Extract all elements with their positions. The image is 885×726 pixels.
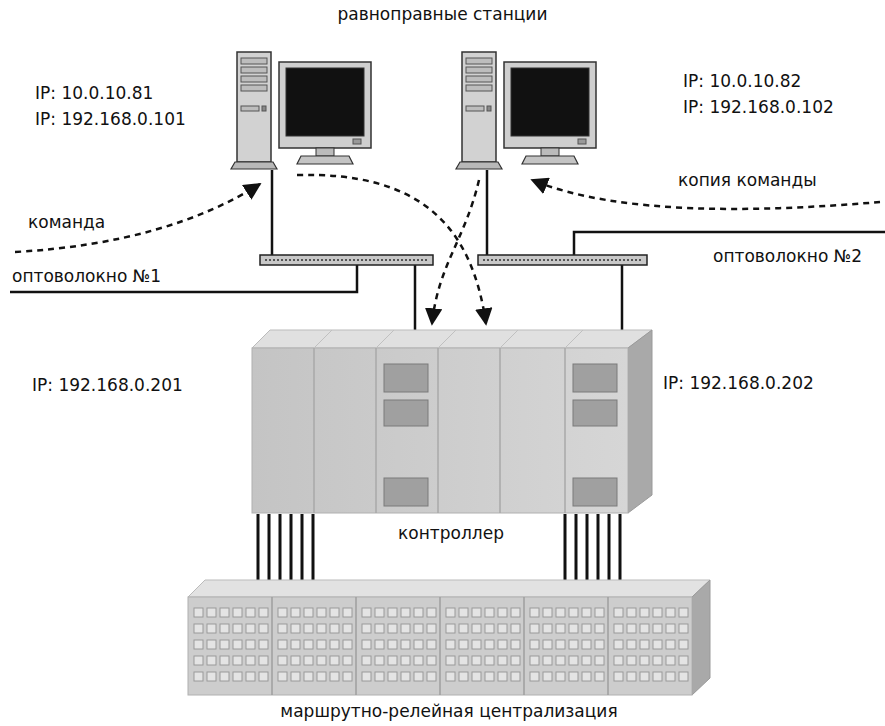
command-path — [297, 175, 486, 324]
wire-bundle — [565, 514, 620, 588]
fiber-line — [10, 265, 357, 292]
node-label: IP: 10.0.10.81 — [35, 83, 153, 103]
node-label: маршрутно-релейная централизация — [188, 701, 710, 721]
wire-bundle — [258, 514, 313, 588]
annotation-label: оптоволокно №1 — [12, 266, 161, 286]
workstation: IP: 10.0.10.82IP: 192.168.0.102 — [460, 50, 600, 170]
command-path — [432, 180, 479, 324]
node-label: IP: 192.168.0.102 — [683, 97, 834, 117]
command-arrow — [15, 184, 260, 252]
annotation-label: копия команды — [678, 170, 817, 190]
network-switch — [260, 255, 433, 265]
interlocking-cabinet: маршрутно-релейная централизация — [188, 580, 710, 695]
workstation: IP: 10.0.10.81IP: 192.168.0.101 — [235, 50, 375, 170]
diagram-title: равноправные станции — [0, 4, 885, 24]
node-label: IP: 10.0.10.82 — [683, 71, 801, 91]
controller-shape — [250, 330, 652, 515]
network-cable — [487, 170, 622, 330]
interlocking-cabinet-shape — [188, 580, 710, 695]
workstation-shape — [460, 50, 600, 170]
network-switch — [478, 255, 647, 265]
node-label: контроллер — [250, 523, 652, 543]
annotation-label: команда — [28, 212, 105, 232]
workstation-shape — [235, 50, 375, 170]
annotation-label: оптоволокно №2 — [713, 246, 862, 266]
controller: IP: 192.168.0.201контроллерIP: 192.168.0… — [250, 330, 652, 515]
node-label: IP: 192.168.0.201 — [32, 375, 183, 395]
network-cable — [272, 170, 415, 330]
node-label: IP: 192.168.0.101 — [35, 109, 186, 129]
node-label: IP: 192.168.0.202 — [663, 373, 814, 393]
